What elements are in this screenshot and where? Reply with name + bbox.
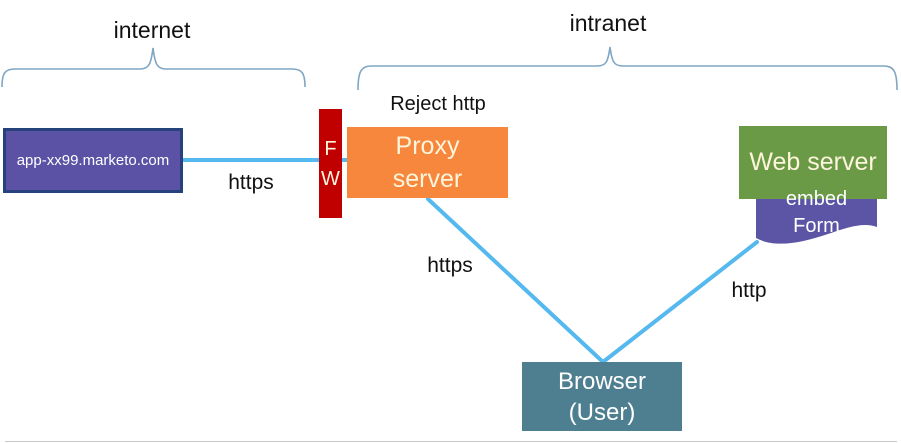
firewall-node: F W [319, 109, 342, 218]
firewall-label-line2: W [321, 167, 340, 190]
proxy-label-line2: server [392, 164, 463, 193]
browser-label-line2: (User) [568, 398, 636, 426]
bottom-divider [5, 441, 897, 442]
internet-zone-label: internet [113, 17, 191, 43]
intranet-zone-label: intranet [569, 10, 647, 36]
http-label-browser-webserver: http [731, 279, 767, 302]
embed-form-shape [756, 185, 877, 244]
marketo-app-node: app-xx99.marketo.com [3, 128, 183, 193]
browser-label-line1: Browser [557, 367, 647, 395]
internet-brace [1, 47, 306, 88]
proxy-server-node: Proxy server [347, 127, 508, 198]
marketo-app-label: app-xx99.marketo.com [16, 152, 170, 169]
web-server-node: Web server [739, 126, 887, 199]
browser-node: Browser (User) [522, 362, 682, 431]
https-label-proxy-browser: https [427, 254, 473, 277]
web-server-label: Web server [749, 148, 877, 176]
line-proxy-browser-form [426, 197, 759, 364]
firewall-label-line1: F [324, 137, 337, 160]
https-label-internet: https [228, 171, 274, 194]
reject-http-label: Reject http [390, 93, 486, 115]
intranet-brace [357, 46, 898, 91]
proxy-label-line1: Proxy [395, 131, 460, 160]
